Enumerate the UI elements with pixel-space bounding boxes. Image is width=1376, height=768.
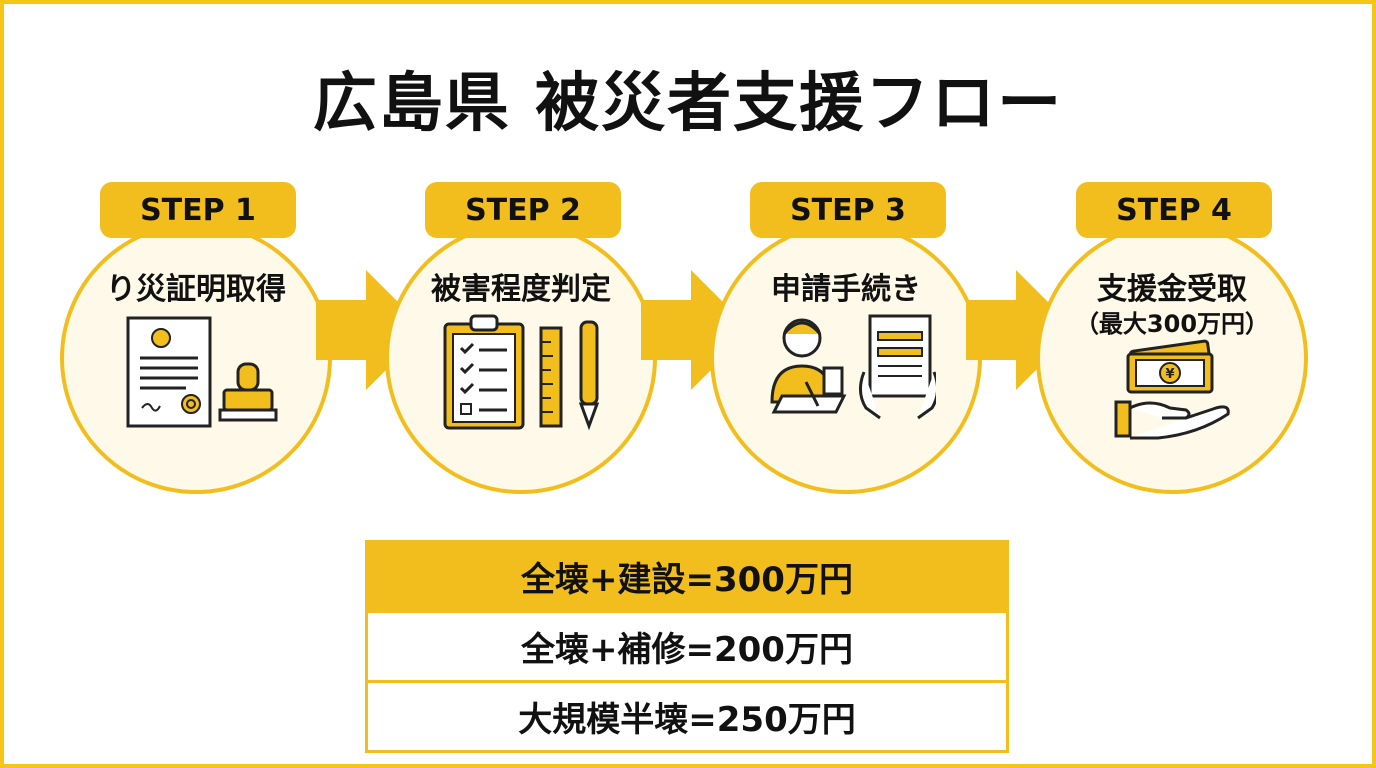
table-row: 大規模半壊=250万円 — [368, 680, 1006, 750]
step-badge: STEP 2 — [425, 182, 621, 238]
step-title: 申請手続き — [771, 272, 921, 307]
page-title: 広島県 被災者支援フロー — [312, 67, 1064, 141]
step-badge: STEP 3 — [750, 182, 946, 238]
table-row: 全壊+建設=300万円 — [368, 543, 1006, 610]
certificate-and-seal-icon — [126, 316, 278, 428]
arrow-right-icon — [966, 270, 1076, 390]
step-title: 支援金受取 — [1097, 272, 1247, 307]
table-row: 全壊+補修=200万円 — [368, 610, 1006, 680]
step-3: STEP 3 申請手続き — [710, 182, 990, 494]
step-title: 被害程度判定 — [431, 272, 611, 307]
arrow-right-icon — [641, 270, 751, 390]
step-1: STEP 1 り災証明取得 — [60, 182, 340, 494]
step-badge: STEP 4 — [1076, 182, 1272, 238]
step-4: STEP 4 支援金受取 （最大300万円） ¥ — [1036, 182, 1316, 494]
arrow-right-icon — [316, 270, 426, 390]
step-subtitle: （最大300万円） — [1074, 310, 1270, 338]
clipboard-ruler-pen-icon — [443, 314, 600, 431]
money-in-hand-icon: ¥ — [1114, 339, 1230, 440]
support-amount-table: 全壊+建設=300万円 全壊+補修=200万円 大規模半壊=250万円 — [365, 540, 1009, 753]
yen-symbol: ¥ — [1165, 367, 1174, 382]
step-2: STEP 2 被害程度判定 — [385, 182, 665, 494]
step-badge: STEP 1 — [100, 182, 296, 238]
person-writing-form-icon — [770, 314, 936, 420]
step-title: り災証明取得 — [106, 272, 286, 307]
